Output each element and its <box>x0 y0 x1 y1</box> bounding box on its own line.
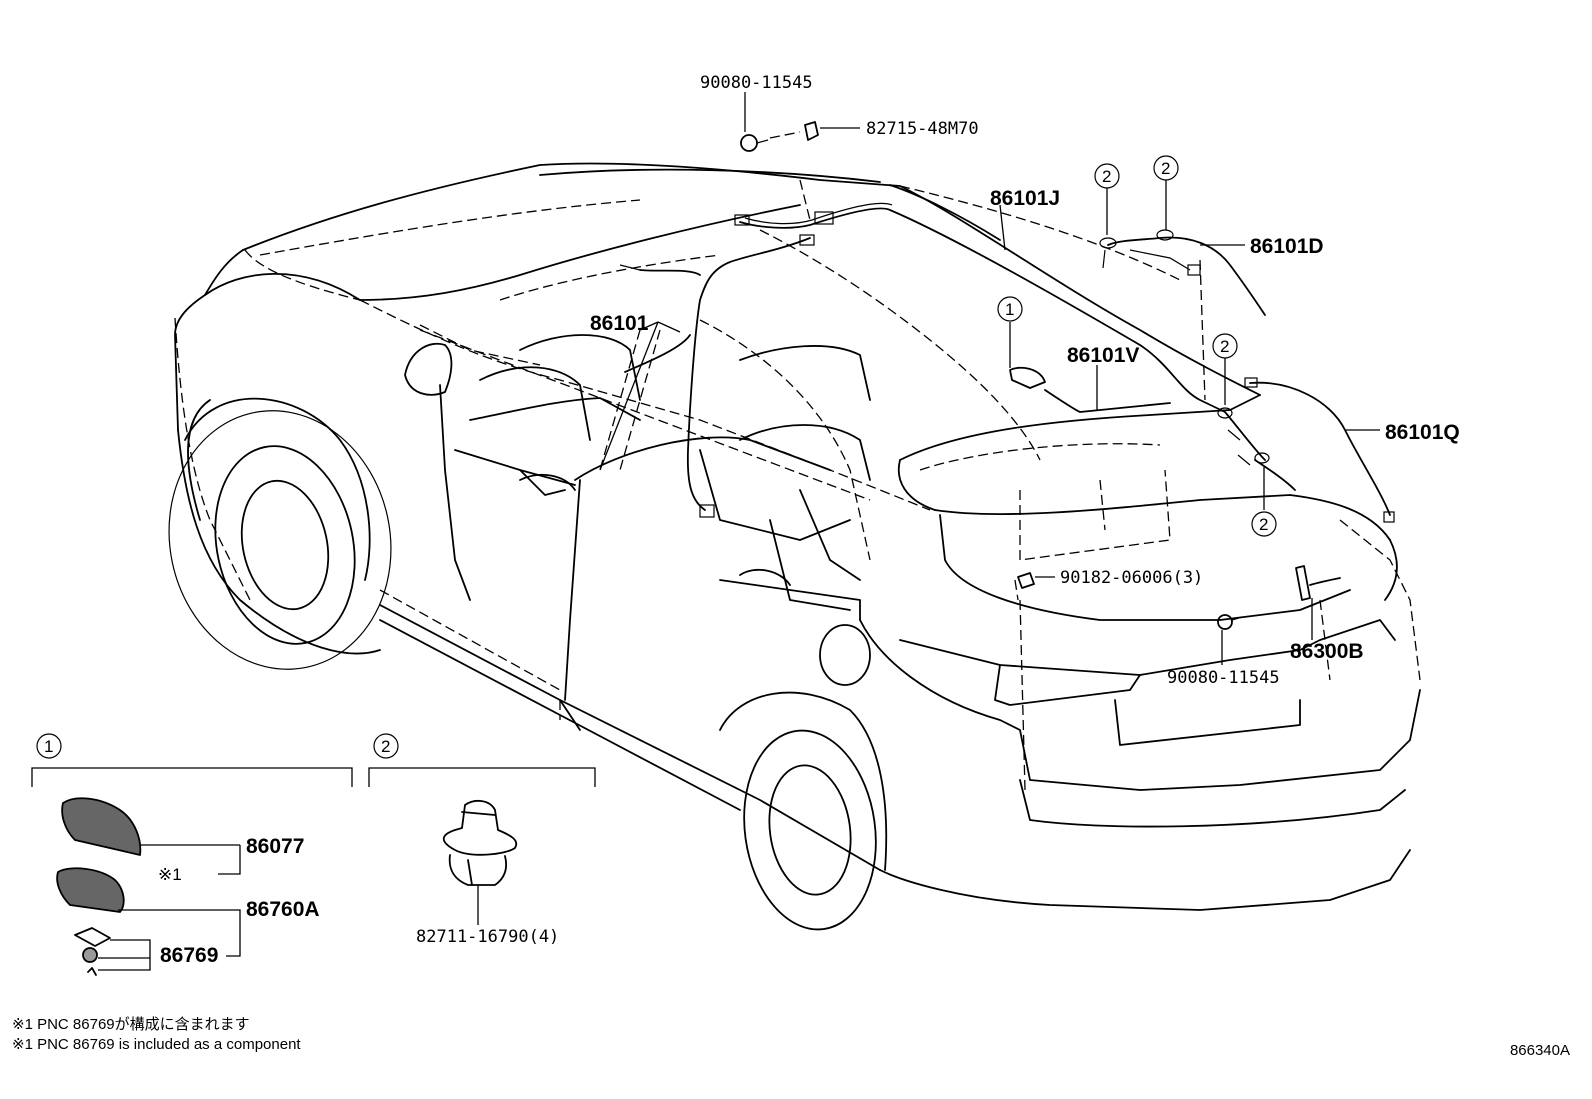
nut-icon <box>82 947 98 963</box>
bolt-icon <box>1217 614 1243 630</box>
vehicle-outline <box>168 162 1421 931</box>
bolt-icon <box>87 967 97 976</box>
svg-text:2: 2 <box>1259 515 1268 534</box>
bracket-icon <box>804 121 819 141</box>
bolt-icon <box>740 131 801 152</box>
leader-lines <box>599 92 1380 665</box>
svg-text:2: 2 <box>381 737 390 756</box>
roof-antenna-icon <box>1009 366 1046 389</box>
callout-86769[interactable]: 86769 <box>160 944 218 967</box>
callout-90080-bottom[interactable]: 90080-11545 <box>1167 668 1280 688</box>
callout-86101V[interactable]: 86101V <box>1067 344 1139 367</box>
callout-86300B[interactable]: 86300B <box>1290 640 1364 663</box>
callout-82715[interactable]: 82715-48M70 <box>866 119 979 139</box>
gasket-icon <box>74 927 111 947</box>
svg-text:1: 1 <box>44 737 53 756</box>
footnote-english: ※1 PNC 86769 is included as a component <box>12 1036 301 1053</box>
part-callouts: 90080-11545 82715-48M70 86101J 86101D 86… <box>158 73 1460 967</box>
antenna-base-icon <box>56 867 125 913</box>
callout-90182[interactable]: 90182-06006(3) <box>1060 568 1203 588</box>
wire-clip-icon <box>442 799 518 886</box>
marker-2-a: 2 <box>1094 163 1120 189</box>
marker-2-c: 2 <box>1212 333 1238 359</box>
callout-82711[interactable]: 82711-16790(4) <box>416 927 559 947</box>
marker-2-d: 2 <box>1251 511 1277 537</box>
inset-2-marker: 2 <box>373 733 399 759</box>
footnote-japanese: ※1 PNC 86769が構成に含まれます <box>12 1016 250 1033</box>
fasteners <box>740 121 1341 630</box>
inset-1-marker: 1 <box>36 733 62 759</box>
circled-markers: 1 2 2 2 2 1 2 <box>36 155 1277 759</box>
callout-86101Q[interactable]: 86101Q <box>1385 421 1460 444</box>
svg-text:2: 2 <box>1102 167 1111 186</box>
wire-harness <box>619 202 1395 523</box>
inset-2 <box>368 767 596 925</box>
callout-86101[interactable]: 86101 <box>590 312 649 335</box>
inset-1 <box>31 767 353 976</box>
callout-86077[interactable]: 86077 <box>246 835 304 858</box>
callout-86760A[interactable]: 86760A <box>246 898 320 921</box>
marker-1-roof: 1 <box>997 296 1023 322</box>
callout-86101J[interactable]: 86101J <box>990 187 1060 210</box>
camera-icon <box>1295 565 1311 601</box>
svg-text:2: 2 <box>1220 337 1229 356</box>
svg-text:2: 2 <box>1161 159 1170 178</box>
note-reference-mark: ※1 <box>158 865 182 884</box>
nut-icon <box>1017 572 1035 589</box>
hidden-edges <box>174 179 1421 791</box>
svg-text:1: 1 <box>1005 300 1014 319</box>
figure-code: 866340A <box>1509 1042 1570 1059</box>
callout-86101D[interactable]: 86101D <box>1250 235 1324 258</box>
marker-2-b: 2 <box>1153 155 1179 181</box>
callout-90080-top[interactable]: 90080-11545 <box>700 73 813 93</box>
antenna-cover-icon <box>61 797 142 856</box>
